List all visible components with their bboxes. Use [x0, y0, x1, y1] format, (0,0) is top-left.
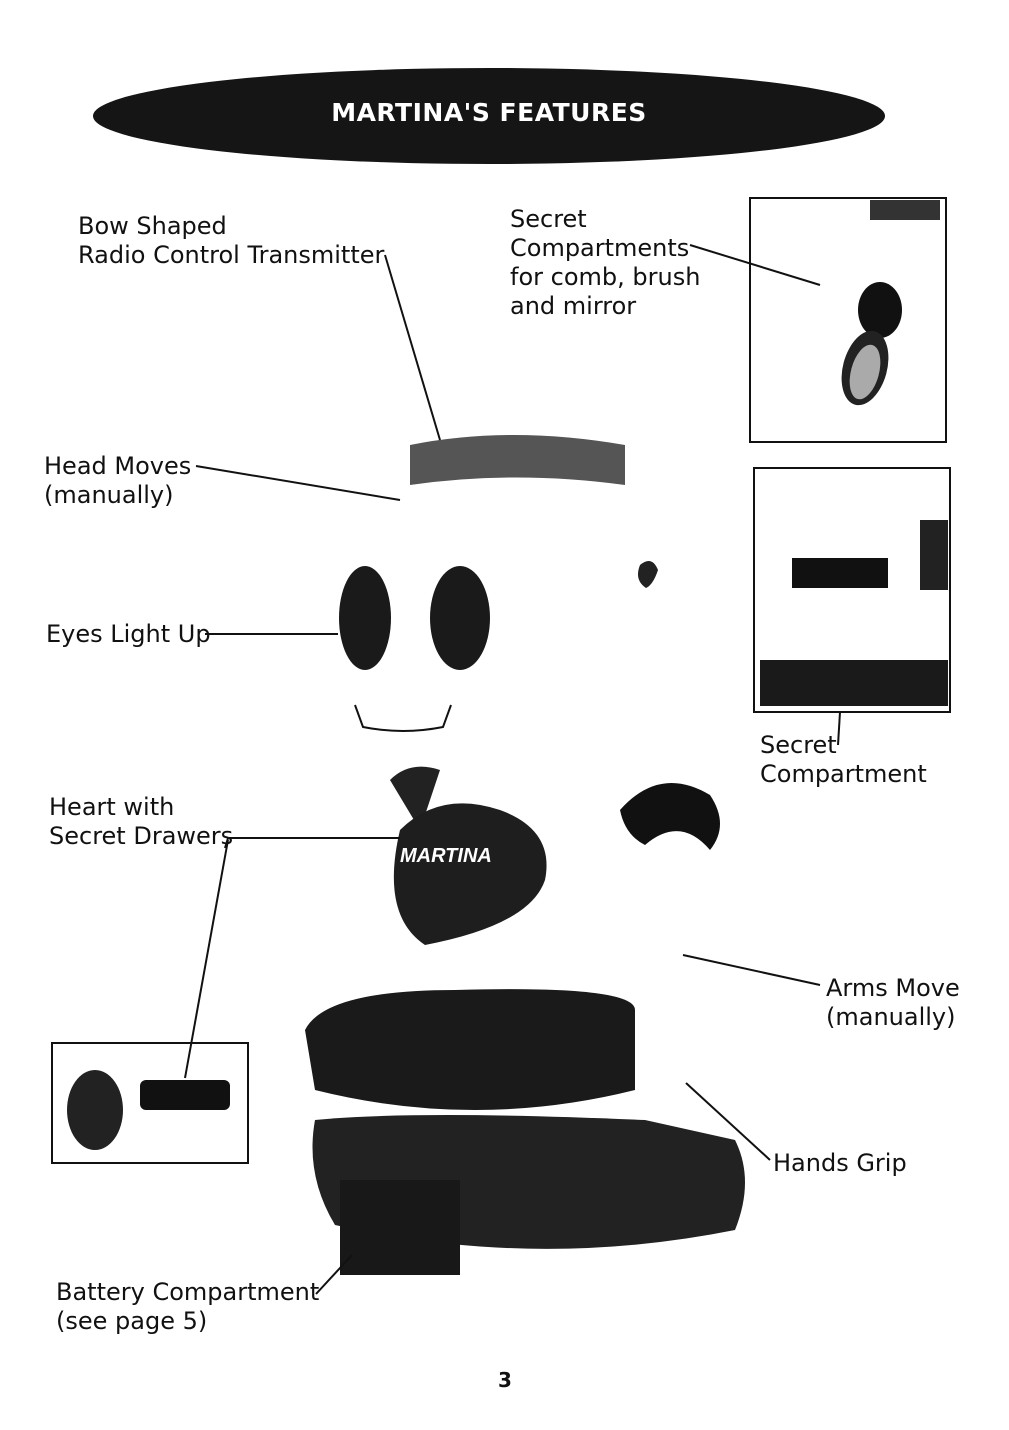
label-heart-line1: Heart with	[49, 793, 175, 821]
label-head-line2: (manually)	[44, 481, 174, 509]
left-eye	[339, 566, 391, 670]
label-compartments-line4: and mirror	[510, 292, 637, 320]
label-arms-line2: (manually)	[826, 1003, 956, 1031]
inset-photo-compartments	[749, 197, 947, 443]
label-battery-line2: (see page 5)	[56, 1307, 208, 1335]
label-compartments-line2: Compartments	[510, 234, 690, 262]
label-secret-line1: Secret	[760, 731, 837, 759]
mouth	[354, 704, 452, 732]
page-number: 3	[498, 1368, 512, 1392]
label-bow-line1: Bow Shaped	[78, 212, 227, 240]
label-compartments-line1: Secret	[510, 205, 587, 233]
label-arms-line1: Arms Move	[826, 974, 960, 1002]
label-bow-line2: Radio Control Transmitter	[78, 241, 385, 269]
label-eyes: Eyes Light Up	[46, 620, 211, 648]
label-compartments-line3: for comb, brush	[510, 263, 701, 291]
right-eye	[430, 566, 490, 670]
bow-transmitter	[410, 435, 625, 485]
label-heart-line2: Secret Drawers	[49, 822, 234, 850]
label-head-line1: Head Moves	[44, 452, 192, 480]
title-banner: MARTINA'S FEATURES	[93, 68, 885, 164]
heart-logo: MARTINA	[400, 845, 492, 867]
heart	[393, 803, 547, 945]
label-secret-line2: Compartment	[760, 760, 927, 788]
label-hands: Hands Grip	[773, 1149, 907, 1177]
label-battery-line1: Battery Compartment	[56, 1278, 320, 1306]
page-title: MARTINA'S FEATURES	[331, 98, 647, 127]
